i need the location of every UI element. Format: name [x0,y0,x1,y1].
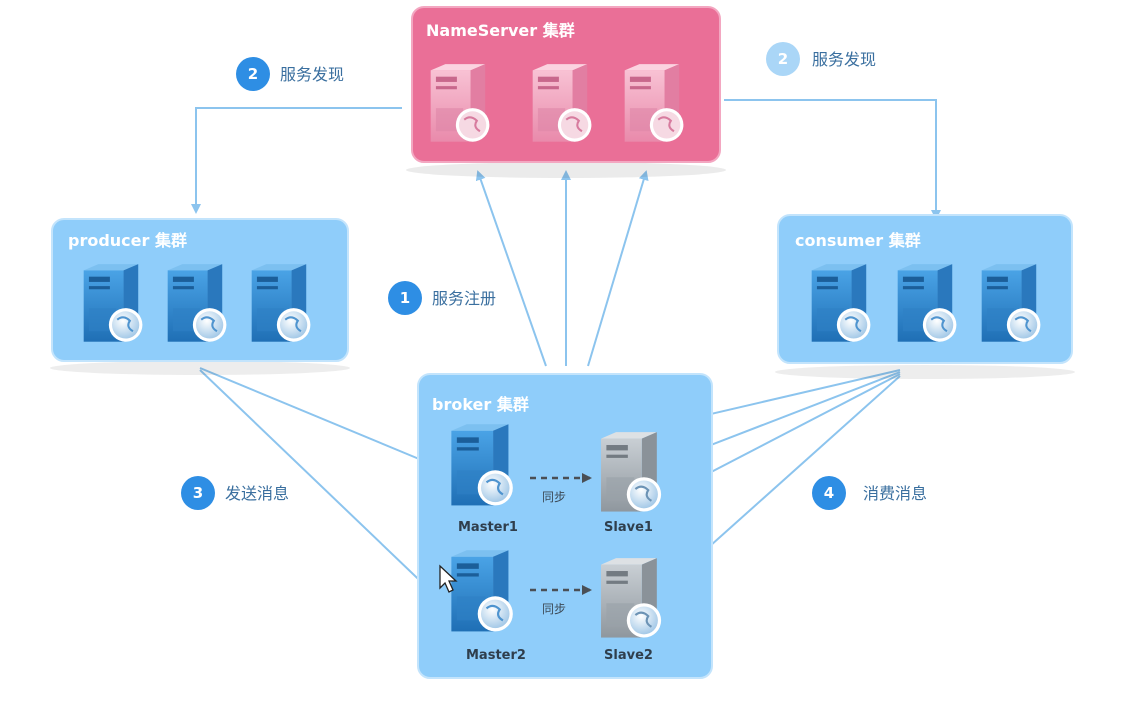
slave1-server-icon [599,431,663,513]
step-number: 2 [248,65,258,83]
slave2-label: Slave2 [604,648,653,663]
step-label: 服务发现 [812,50,876,69]
sync-label-2: 同步 [542,602,566,616]
step-send: 3 发送消息 [181,476,289,510]
mouse-cursor-icon [439,564,458,593]
step-label: 服务注册 [432,289,496,308]
step-label: 消费消息 [863,484,927,503]
step-discovery-right: 2 服务发现 [766,42,876,76]
step-badge [181,476,215,510]
master2-server-icon [450,549,514,633]
master2-label: Master2 [466,648,526,663]
nameserver-server-icon [429,63,491,143]
consumer-server-icon [980,263,1042,343]
broker-cluster: broker 集群 Master1 Slave1 Master2 Slave2 … [417,373,713,679]
master1-server-icon [450,423,514,507]
slave1-label: Slave1 [604,520,653,535]
arrow-discovery-consumer [724,99,941,220]
producer-server-icon [250,263,312,343]
step-register: 1 服务注册 [388,281,496,315]
step-number: 2 [778,50,788,68]
consumer-server-icon [896,263,958,343]
step-discovery-left: 2 服务发现 [236,57,344,91]
arrow-register-3 [587,170,649,367]
slave2-server-icon [599,557,663,639]
nameserver-cluster-title: NameServer 集群 [426,21,575,40]
producer-server-icon [82,263,144,343]
step-number: 3 [193,484,203,502]
step-label: 服务发现 [280,65,344,84]
consumer-cluster-title: consumer 集群 [795,231,921,250]
broker-cluster-title: broker 集群 [432,395,529,414]
arrow-discovery-producer [191,107,402,214]
nameserver-cluster: NameServer 集群 [406,6,726,178]
step-badge [766,42,800,76]
nameserver-server-icon [623,63,685,143]
step-badge [812,476,846,510]
arrow-send-master2 [199,369,438,598]
producer-cluster: producer 集群 [50,218,350,375]
step-consume: 4 消费消息 [812,476,927,510]
nameserver-server-icon [531,63,593,143]
step-badge [236,57,270,91]
producer-cluster-title: producer 集群 [68,231,187,250]
step-number: 1 [400,289,410,307]
master1-label: Master1 [458,520,518,535]
step-badge [388,281,422,315]
step-number: 4 [824,484,834,502]
consumer-server-icon [810,263,872,343]
consumer-cluster: consumer 集群 [775,214,1075,379]
sync-label-1: 同步 [542,490,566,504]
arrow-send-master1 [199,367,438,468]
arrow-register-1 [475,170,547,367]
step-label: 发送消息 [225,484,289,503]
producer-server-icon [166,263,228,343]
